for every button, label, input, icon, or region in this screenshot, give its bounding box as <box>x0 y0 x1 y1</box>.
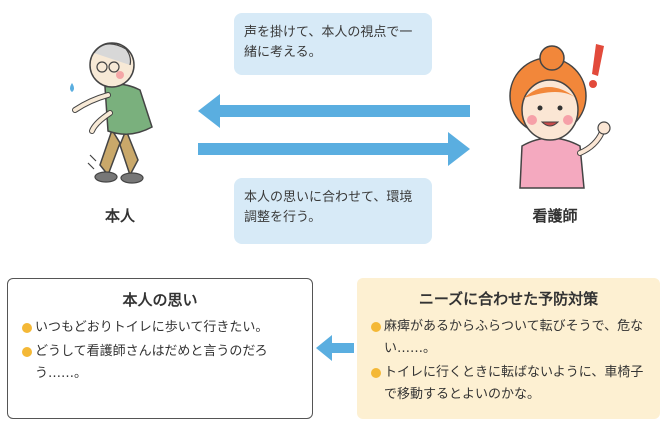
patient-label: 本人 <box>104 207 135 225</box>
list-item: トイレに行くときに転ばないように、車椅子で移動するとよいのかな。 <box>371 362 648 406</box>
elderly-person-icon <box>70 42 153 184</box>
patient-thoughts-list: いつもどおりトイレに歩いて行きたい。 どうして看護師さんはだめと言うのだろう……… <box>22 317 300 387</box>
list-item: 麻痺があるからふらついて転びそうで、危ない……。 <box>371 316 648 360</box>
arrow-left-icon <box>198 94 470 128</box>
needs-prevention-title: ニーズに合わせた予防対策 <box>418 290 599 308</box>
nurse-icon <box>509 44 611 189</box>
bullet-dot <box>371 368 381 378</box>
needs-prevention-list: 麻痺があるからふらついて転びそうで、危ない……。 トイレに行くときに転ばないよう… <box>371 316 648 408</box>
arrow-small-left-icon <box>316 335 354 361</box>
bubble-adjust-environment: 本人の思いに合わせて、環境調整を行う。 <box>234 178 432 244</box>
bullet-dot <box>371 322 381 332</box>
patient-thoughts-title: 本人の思い <box>122 291 198 309</box>
list-item: どうして看護師さんはだめと言うのだろう……。 <box>22 341 300 385</box>
patient-thoughts-box: 本人の思い いつもどおりトイレに歩いて行きたい。 どうして看護師さんはだめと言う… <box>7 278 313 419</box>
list-item: いつもどおりトイレに歩いて行きたい。 <box>22 317 300 339</box>
bullet-dot <box>22 347 32 357</box>
bullet-dot <box>22 323 32 333</box>
needs-prevention-box: ニーズに合わせた予防対策 麻痺があるからふらついて転びそうで、危ない……。 トイ… <box>357 278 660 419</box>
bubble-talk-together: 声を掛けて、本人の視点で一緒に考える。 <box>234 13 432 75</box>
arrow-right-icon <box>198 132 470 166</box>
nurse-label: 看護師 <box>532 207 578 225</box>
